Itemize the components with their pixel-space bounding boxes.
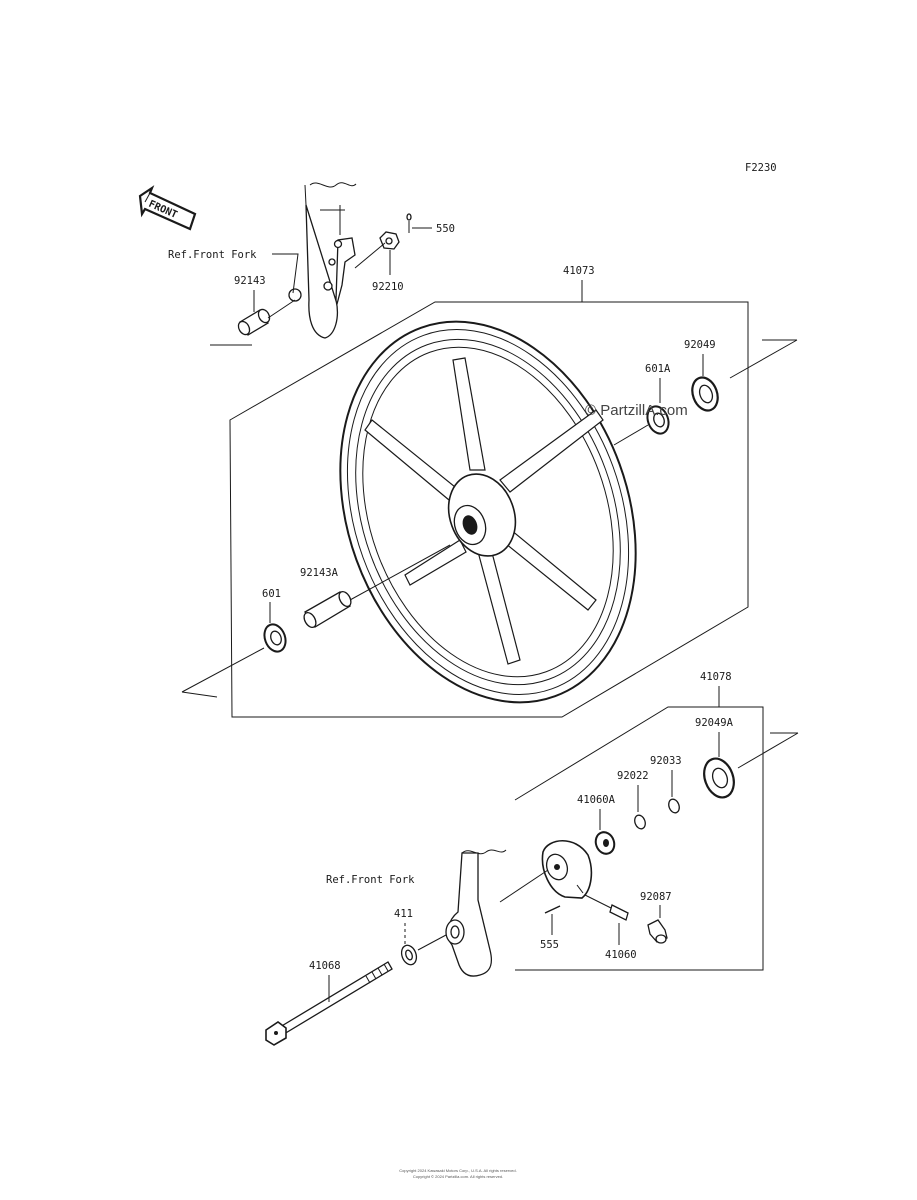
footer-line-1: Copyright 2024 Kawasaki Motors Corp., U.… [399, 1168, 516, 1173]
label-601a: 601A [645, 363, 671, 375]
front-wheel-41073 [339, 320, 637, 704]
pinion-41060 [584, 894, 629, 921]
label-92033: 92033 [650, 755, 682, 767]
cotter-pin-550 [406, 213, 412, 233]
label-550: 550 [436, 223, 455, 235]
label-92143a: 92143A [300, 567, 339, 579]
ball-bearing-601 [263, 623, 287, 653]
label-92049a: 92049A [695, 717, 734, 729]
label-41078: 41078 [700, 671, 732, 683]
label-92143: 92143 [234, 275, 266, 287]
upper-front-fork [288, 182, 357, 339]
speedometer-gearbox [541, 840, 593, 899]
hub-assembly-frame [514, 706, 764, 971]
gear-41060a [594, 831, 616, 855]
collar-92143 [237, 308, 271, 336]
oil-seal-92049 [691, 376, 719, 412]
lower-front-fork [445, 849, 507, 977]
label-41068: 41068 [309, 960, 341, 972]
label-92087: 92087 [640, 891, 672, 903]
front-arrow-icon: FRONT [138, 185, 197, 231]
axle-41068 [265, 961, 393, 1046]
footer-line-2: Copyright © 2024 Partzilla.com. All righ… [413, 1174, 503, 1179]
label-555: 555 [540, 939, 559, 951]
wheel-assembly-frame [229, 301, 749, 718]
label-41073: 41073 [563, 265, 595, 277]
washer-411 [400, 944, 418, 966]
label-92022: 92022 [617, 770, 649, 782]
figure-code: F2230 [745, 162, 777, 174]
ref-front-fork-bottom-label: Ref.Front Fork [326, 874, 415, 886]
oil-seal-92049a [703, 757, 735, 799]
label-92210: 92210 [372, 281, 404, 293]
ball-bearing-601a [646, 405, 670, 435]
pin-555 [544, 905, 561, 914]
washer-92022 [634, 814, 646, 830]
nut-92210 [379, 231, 400, 250]
collar-92143a [303, 590, 352, 629]
label-41060: 41060 [605, 949, 637, 961]
label-411: 411 [394, 908, 413, 920]
watermark: © PartzillA.com [585, 402, 688, 419]
ref-front-fork-top-leader [272, 253, 299, 294]
bushing-92087 [647, 919, 668, 944]
circlip-92033 [668, 798, 680, 814]
label-41060a: 41060A [577, 794, 616, 806]
label-92049: 92049 [684, 339, 716, 351]
ref-front-fork-top-label: Ref.Front Fork [168, 249, 257, 261]
label-601: 601 [262, 588, 281, 600]
